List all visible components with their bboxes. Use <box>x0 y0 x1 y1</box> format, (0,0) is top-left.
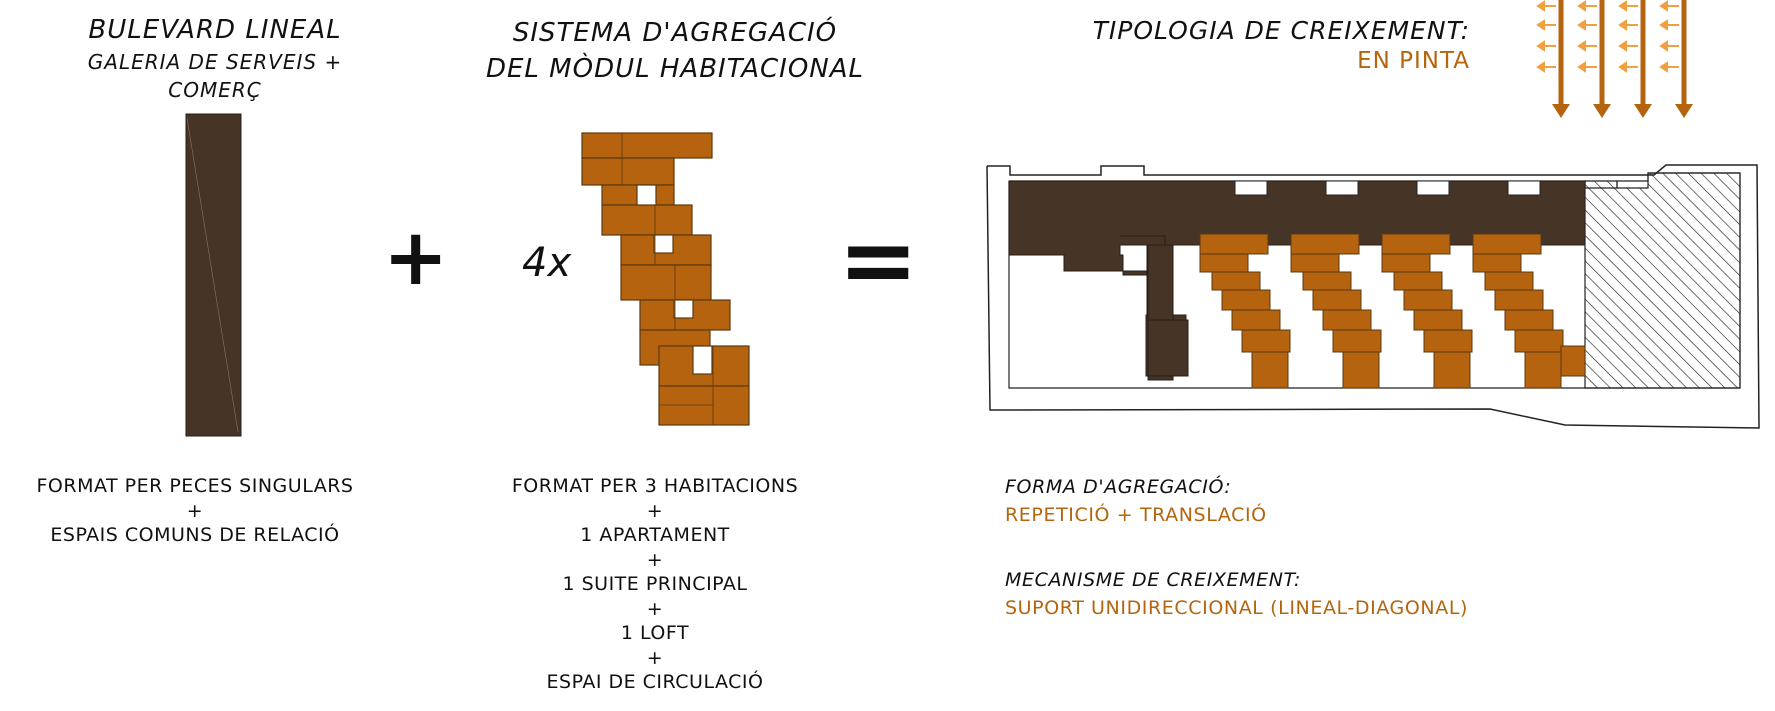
module-title-line2: DEL MÒDUL HABITACIONAL <box>485 54 865 84</box>
caption-line: FORMAT PER PECES SINGULARS <box>36 475 354 497</box>
module-aggregation <box>581 132 750 426</box>
caption-line: FORMAT PER 3 HABITACIONS <box>511 475 799 497</box>
caption-line: 1 LOFT <box>620 622 690 644</box>
aggregation-label: FORMA D'AGREGACIÓ: <box>1005 476 1232 498</box>
module-copy-2 <box>1290 233 1382 389</box>
boulevard-title: BULEVARD LINEAL <box>88 15 342 45</box>
caption-line: 1 APARTAMENT <box>580 524 730 546</box>
caption-line: + <box>646 548 664 571</box>
caption-line: 1 SUITE PRINCIPAL <box>562 573 748 595</box>
growth-title: TIPOLOGIA DE CREIXEMENT: <box>1092 16 1470 45</box>
mechanism-value: SUPORT UNIDIRECCIONAL (LINEAL-DIAGONAL) <box>1005 597 1469 619</box>
multiplier-label: 4x <box>522 240 572 286</box>
module-copy-1 <box>1199 233 1291 389</box>
growth-arrows <box>1536 0 1693 118</box>
aggregation-value: REPETICIÓ + TRANSLACIÓ <box>1005 504 1267 526</box>
equals-operator: = <box>838 204 919 316</box>
caption-line: + <box>646 597 664 620</box>
caption-line: + <box>646 499 664 522</box>
boulevard-bar <box>185 113 242 437</box>
site-plan <box>986 164 1760 429</box>
module-title: SISTEMA D'AGREGACIÓ DEL MÒDUL HABITACION… <box>475 15 875 87</box>
caption-line: ESPAIS COMUNS DE RELACIÓ <box>50 524 340 546</box>
caption-line: ESPAI DE CIRCULACIÓ <box>546 671 764 693</box>
module-copy-3 <box>1381 233 1473 389</box>
caption-line: + <box>186 499 204 522</box>
boulevard-caption: FORMAT PER PECES SINGULARS + ESPAIS COMU… <box>20 474 370 548</box>
caption-line: + <box>646 646 664 669</box>
module-copy-4 <box>1472 233 1586 389</box>
module-caption: FORMAT PER 3 HABITACIONS + 1 APARTAMENT … <box>475 474 835 695</box>
module-title-line1: SISTEMA D'AGREGACIÓ <box>512 18 838 48</box>
plus-operator: + <box>383 213 449 303</box>
mechanism-label: MECANISME DE CREIXEMENT: <box>1005 569 1302 591</box>
growth-type: EN PINTA <box>1357 48 1470 74</box>
boulevard-subtitle: GALERIA DE SERVEIS + COMERÇ <box>87 50 343 102</box>
